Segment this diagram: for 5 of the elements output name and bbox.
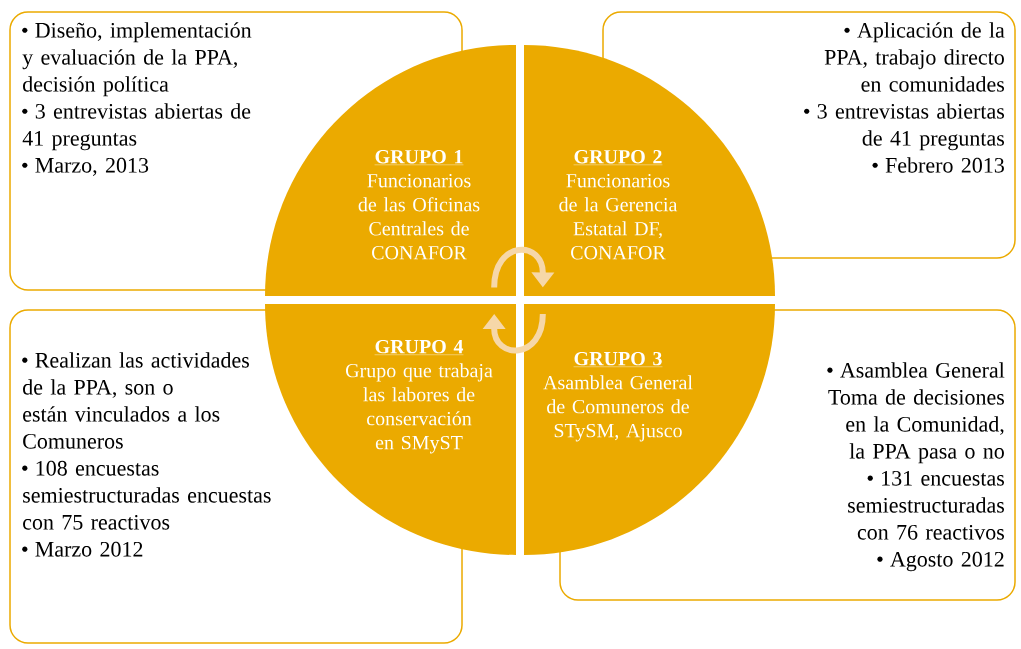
quadrant: GRUPO 1 Funcionarios de las Oficinas Centrales de CONAFOR: [265, 45, 516, 296]
curved-arrow: [482, 313, 546, 354]
quadrant: GRUPO 3 Asamblea General de Comuneros de STySM, Ajusco: [524, 304, 775, 555]
quadrant: GRUPO 2 Funcionarios de la Gerencia Estatal DF, CONAFOR: [524, 45, 775, 296]
curved-arrow: [491, 247, 555, 288]
